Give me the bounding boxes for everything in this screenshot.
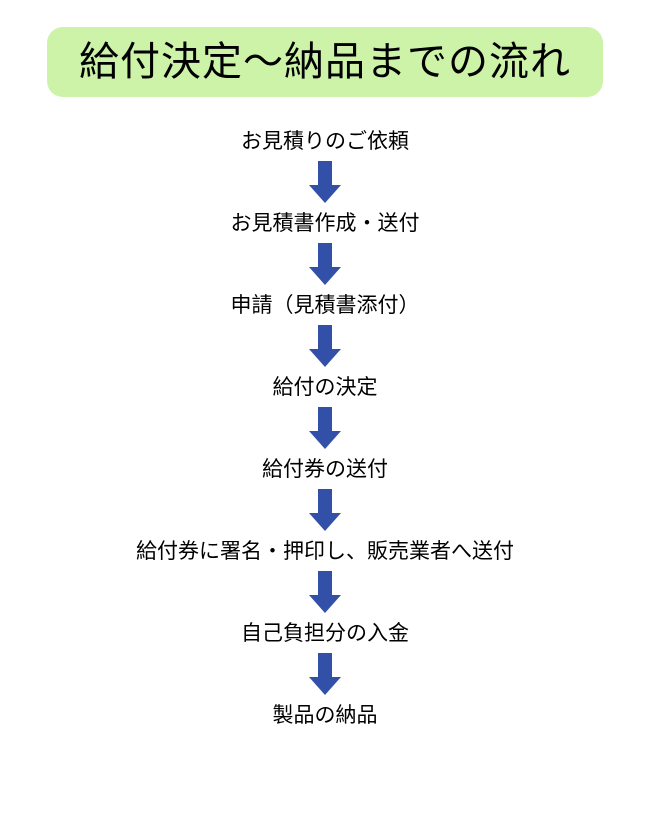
page-title: 給付決定〜納品までの流れ (79, 39, 571, 85)
flow-step-7: 自己負担分の入金 (241, 621, 409, 645)
flow-step-3: 申請（見積書添付） (230, 293, 420, 317)
down-arrow-icon (309, 571, 341, 613)
flow-step-1: お見積りのご依頼 (241, 129, 409, 153)
down-arrow-icon (309, 325, 341, 367)
down-arrow-icon (309, 489, 341, 531)
flow-step-2: お見積書作成・送付 (230, 211, 420, 235)
flow-step-5: 給付券の送付 (262, 457, 388, 481)
flow-step-8: 製品の納品 (272, 703, 378, 727)
flow-step-6: 給付券に署名・押印し、販売業者へ送付 (136, 539, 514, 563)
flow-step-4: 給付の決定 (272, 375, 378, 399)
down-arrow-icon (309, 407, 341, 449)
down-arrow-icon (309, 243, 341, 285)
down-arrow-icon (309, 161, 341, 203)
title-banner: 給付決定〜納品までの流れ (47, 27, 603, 97)
down-arrow-icon (309, 653, 341, 695)
